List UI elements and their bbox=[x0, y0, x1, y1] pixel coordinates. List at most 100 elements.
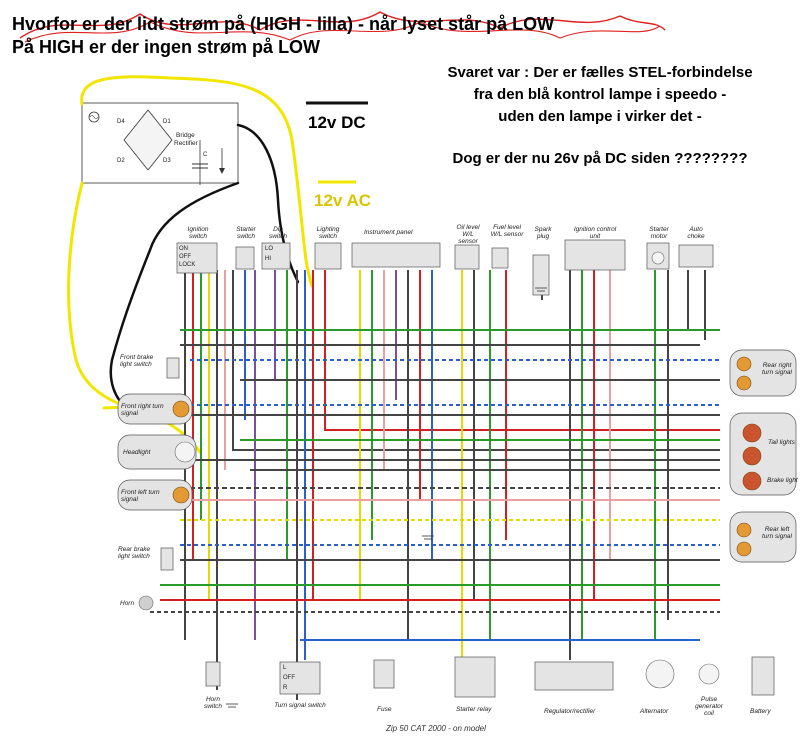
turn-pos-r: R bbox=[283, 685, 288, 691]
dip-pos-lo: LO bbox=[265, 246, 274, 252]
yellow-ac-wire bbox=[80, 75, 314, 288]
bulb-rear-left-2 bbox=[736, 541, 752, 557]
ac-legend-label: 12v AC bbox=[314, 191, 372, 210]
spark-plug-box bbox=[532, 254, 550, 296]
label-rear-right-turn: Rear right turn signal bbox=[762, 362, 792, 376]
dip-pos-hi: HI bbox=[265, 256, 271, 262]
oil-sensor-box bbox=[454, 244, 480, 270]
label-oil-sensor: Oil level W/L sensor bbox=[456, 224, 480, 245]
label-dip-switch: Dip switch bbox=[268, 226, 288, 240]
dc-legend-label: 12v DC bbox=[308, 113, 366, 132]
bulb-rear-left-1 bbox=[736, 522, 752, 538]
diode-d4: D3 bbox=[163, 158, 171, 164]
answer-line-3: uden den lampe i virker det - bbox=[498, 108, 702, 125]
left-components bbox=[117, 357, 775, 698]
label-fuse: Fuse bbox=[377, 706, 392, 713]
bulb-front-right bbox=[172, 400, 190, 418]
black-dc-wire bbox=[236, 123, 300, 284]
label-front-right-turn: Front right turn signal bbox=[121, 403, 164, 417]
bulb-brake bbox=[742, 471, 762, 491]
label-starter-switch: Starter switch bbox=[236, 226, 256, 240]
headlight-box bbox=[117, 434, 197, 470]
label-rear-left-turn: Rear left turn signal bbox=[762, 526, 792, 540]
question-line-1: Hvorfor er der lidt strøm på (HIGH - lil… bbox=[12, 14, 555, 34]
fuel-sensor-box bbox=[491, 247, 509, 269]
ignition-pos-off: OFF bbox=[179, 254, 191, 260]
label-brake-light: Brake light bbox=[767, 477, 798, 484]
battery-box bbox=[751, 656, 775, 696]
front-brake-switch-box bbox=[166, 357, 180, 379]
horn-switch-box bbox=[205, 661, 221, 687]
label-spark-plug: Spark plug bbox=[534, 226, 552, 240]
diagram-caption: Zip 50 CAT 2000 - on model bbox=[386, 724, 486, 733]
label-starter-relay: Starter relay bbox=[456, 706, 492, 713]
bridge-rectifier bbox=[81, 102, 239, 185]
front-left-turn-box bbox=[117, 479, 193, 511]
top-components bbox=[176, 239, 714, 296]
label-front-left-turn: Front left turn signal bbox=[121, 489, 160, 503]
ignition-unit-box bbox=[564, 239, 626, 271]
rectifier-label-2: Rectifier bbox=[174, 140, 198, 147]
auto-choke-box bbox=[678, 244, 714, 268]
dip-switch-box bbox=[261, 242, 291, 270]
starter-relay-box bbox=[454, 656, 496, 698]
label-ignition-switch: Ignition switch bbox=[187, 226, 209, 240]
black-dc-wire-left bbox=[109, 181, 240, 412]
label-rear-brake-switch: Rear brake light switch bbox=[118, 546, 151, 560]
label-pulse-coil: Pulse generator coil bbox=[695, 696, 723, 717]
turn-pos-off: OFF bbox=[283, 675, 295, 681]
rear-brake-switch-box bbox=[160, 547, 174, 571]
red-scribble bbox=[19, 11, 666, 39]
label-regulator: Regulator/rectifier bbox=[544, 708, 596, 715]
ground-symbols bbox=[226, 287, 547, 708]
front-right-turn-box bbox=[117, 393, 193, 425]
turn-signal-switch-box bbox=[279, 661, 321, 695]
diode-d2: D1 bbox=[163, 119, 171, 125]
bulb-tail-2 bbox=[742, 446, 762, 466]
label-lighting-switch: Lighting switch bbox=[316, 226, 340, 240]
question-line-2: På HIGH er der ingen strøm på LOW bbox=[12, 37, 321, 57]
ignition-switch-box bbox=[176, 242, 218, 274]
bulb-tail-1 bbox=[742, 423, 762, 443]
bulb-headlight bbox=[174, 441, 196, 463]
diode-d1: D4 bbox=[117, 119, 125, 125]
fuse-box bbox=[373, 659, 395, 689]
rectifier-label-1: Bridge bbox=[176, 132, 195, 139]
pulse-coil-disc bbox=[698, 663, 720, 685]
bulb-front-left bbox=[172, 486, 190, 504]
ignition-pos-on: ON bbox=[179, 246, 188, 252]
ignition-pos-lock: LOCK bbox=[179, 262, 196, 268]
label-horn-switch: Horn switch bbox=[203, 696, 223, 710]
bulbs bbox=[138, 251, 762, 689]
label-horn: Horn bbox=[120, 600, 135, 607]
capacitor-label: C bbox=[203, 152, 208, 158]
harness-wires bbox=[150, 270, 720, 700]
answer-line-2: fra den blå kontrol lampe i speedo - bbox=[473, 86, 727, 103]
diode-d3: D2 bbox=[117, 158, 125, 164]
label-front-brake-switch: Front brake light switch bbox=[120, 354, 154, 368]
starter-switch-box bbox=[235, 246, 255, 270]
instrument-panel-box bbox=[351, 242, 441, 268]
starter-motor-disc bbox=[651, 251, 665, 265]
yellow-ac-wire-left bbox=[67, 181, 202, 454]
answer-line-1: Svaret var : Der er fælles STEL-forbinde… bbox=[447, 64, 753, 81]
label-headlight: Headlight bbox=[123, 449, 151, 456]
label-instrument-panel: Instrument panel bbox=[364, 229, 413, 236]
label-starter-motor: Starter motor bbox=[649, 226, 669, 240]
regulator-box bbox=[534, 661, 614, 691]
label-alternator: Alternator bbox=[640, 708, 669, 715]
bulb-rear-right-2 bbox=[736, 375, 752, 391]
label-turn-signal-switch: Turn signal switch bbox=[274, 702, 326, 709]
turn-pos-l: L bbox=[283, 665, 287, 671]
horn-disc bbox=[138, 595, 154, 611]
label-ignition-unit: Ignition control unit bbox=[573, 226, 617, 240]
label-auto-choke: Auto choke bbox=[687, 226, 705, 240]
label-tail-lights: Tail lights bbox=[768, 439, 795, 446]
bulb-rear-right-1 bbox=[736, 356, 752, 372]
label-battery: Battery bbox=[750, 708, 771, 715]
alternator-disc bbox=[645, 659, 675, 689]
label-fuel-sensor: Fuel level W/L sensor bbox=[490, 224, 524, 238]
answer-line-4: Dog er der nu 26v på DC siden ???????? bbox=[452, 150, 748, 167]
